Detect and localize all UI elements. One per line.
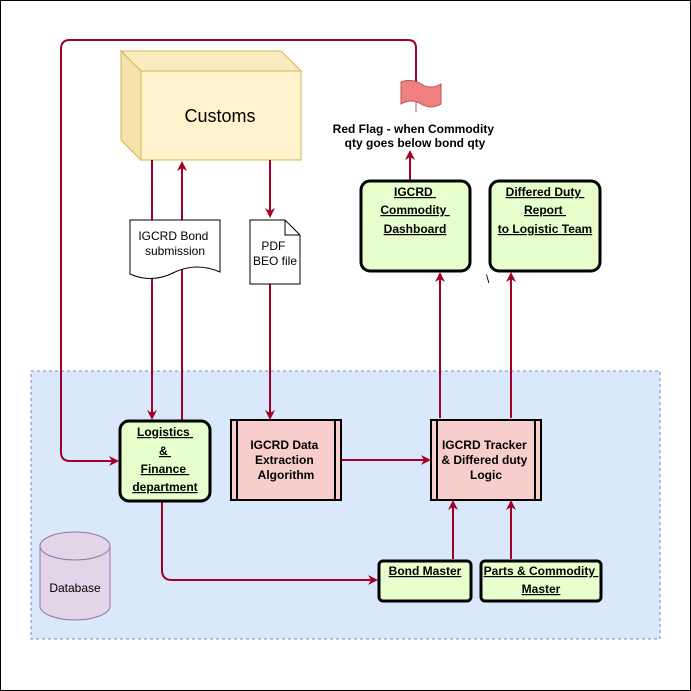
bond-master-label: Bond Master [389, 564, 462, 578]
database-label: Database [49, 581, 101, 595]
extraction-algorithm-node: IGCRD Data Extraction Algorithm [230, 419, 342, 501]
svg-text:IGCRD Tracker & Differed: IGCRD Tracker & Differed duty Logic [441, 438, 530, 482]
red-flag-icon [400, 79, 442, 112]
logistics-line-2: & [159, 444, 168, 458]
parts-line-2: Master [522, 582, 561, 596]
customs-label: Customs [184, 106, 255, 126]
pdf-beo-file: PDF BEO file [249, 219, 301, 285]
pdf-line-1: PDF [261, 239, 285, 253]
logistics-line-3: Finance [141, 462, 187, 476]
extraction-line-1: IGCRD Data [250, 438, 318, 452]
svg-text:IGCRD Bond submission: IGCRD Bond submission [138, 229, 211, 258]
dashboard-line-1: IGCRD [394, 185, 433, 199]
dashboard-line-2: Commodity [380, 203, 446, 217]
report-line-2: Report [524, 203, 563, 217]
customs-box: Customs [119, 49, 303, 162]
edge-flag-loop-to-logistics [60, 39, 417, 466]
dashboard-line-3: Dashboard [384, 222, 447, 236]
svg-text:IGCRD Commodity Da: IGCRD Commodity Dashboard [380, 185, 449, 236]
bond-doc-line-2: submission [145, 244, 205, 258]
tracker-line-3: Logic [470, 468, 502, 482]
svg-text:Parts & Commodity Master: Parts & Commodity Master [484, 564, 599, 596]
bond-submission-document: IGCRD Bond submission [129, 219, 221, 279]
parts-line-1: Parts & Commodity [484, 564, 596, 578]
red-flag-label-line-1: Red Flag - when Commodity [333, 122, 495, 136]
svg-text:PDF BEO file: PDF BEO file [253, 239, 297, 268]
report-line-3: to Logistic Team [498, 222, 592, 236]
tracker-line-2: & Differed duty [441, 453, 527, 467]
database-cylinder: Database [39, 531, 111, 621]
commodity-dashboard-node: IGCRD Commodity Dashboard [359, 179, 472, 273]
duty-report-node: Differed Duty Report to Logistic Team [488, 179, 602, 273]
tracker-line-1: IGCRD Tracker [442, 438, 527, 452]
svg-text:Logistics & Financ: Logistics & Finance department [132, 425, 197, 494]
svg-text:Differed Duty Report: Differed Duty Report to Logistic Team [498, 185, 592, 236]
svg-text:Red Flag - when Commodity: Red Flag - when Commodity qty goes below… [333, 122, 498, 150]
svg-text:IGCRD Data Extraction: IGCRD Data Extraction Algorithm [250, 438, 321, 482]
bond-master-node: Bond Master [377, 559, 473, 603]
logistics-line-4: department [132, 480, 197, 494]
extraction-line-3: Algorithm [258, 468, 315, 482]
extraction-line-2: Extraction [255, 453, 314, 467]
tracker-logic-node: IGCRD Tracker & Differed duty Logic [430, 419, 542, 501]
logistics-finance-node: Logistics & Finance department [118, 419, 212, 503]
report-line-1: Differed Duty [506, 185, 582, 199]
parts-commodity-master-node: Parts & Commodity Master [479, 559, 603, 603]
stray-backslash: \ [486, 272, 490, 286]
red-flag-label-line-2: qty goes below bond qty [345, 136, 486, 150]
edge-logistics-to-bondmaster [161, 502, 378, 585]
logistics-line-1: Logistics [137, 425, 190, 439]
pdf-line-2: BEO file [253, 254, 297, 268]
bond-doc-line-1: IGCRD Bond [138, 229, 208, 243]
